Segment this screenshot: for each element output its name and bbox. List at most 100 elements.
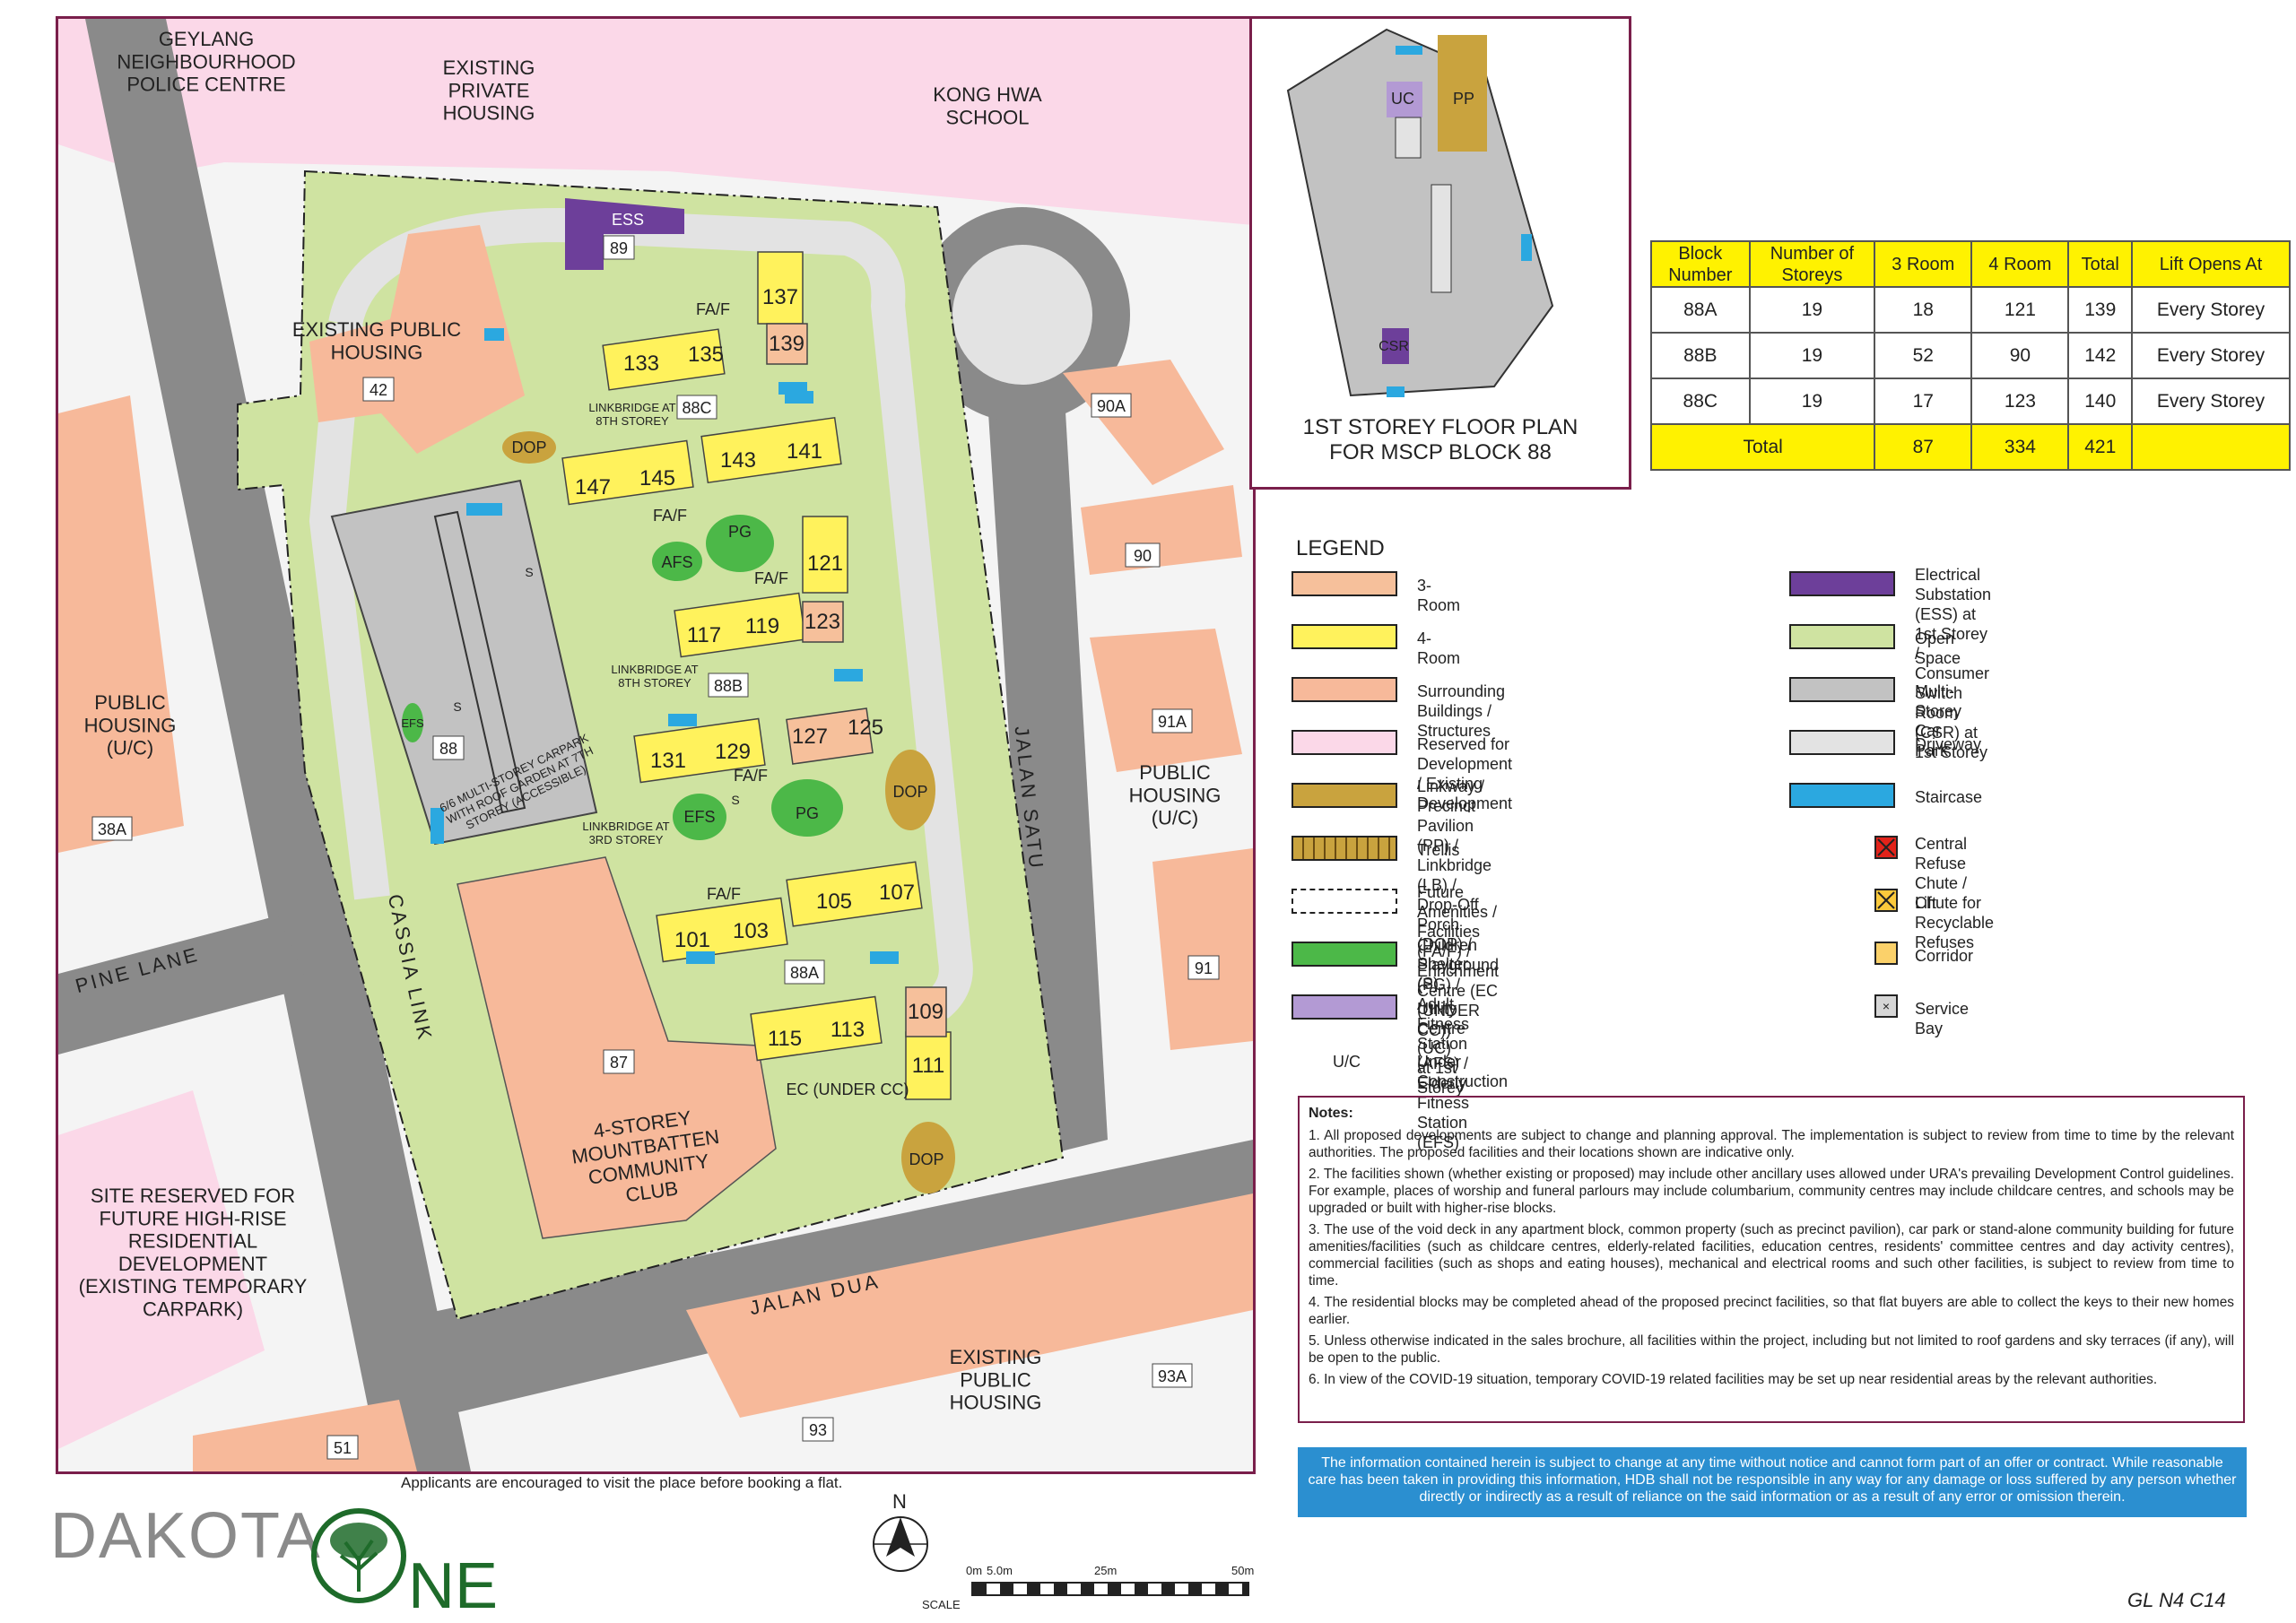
unit-109: 109 [908, 1000, 944, 1024]
community-club [457, 856, 777, 1239]
pg-label-n: PG [728, 523, 752, 541]
unit-123: 123 [804, 610, 840, 634]
legend-label-under-construction: Under Construction [1417, 1053, 1509, 1090]
logo-tree-icon [311, 1508, 406, 1603]
legend-swatch-4room [1292, 624, 1397, 649]
uc-label: UC [1391, 90, 1414, 108]
unit-125: 125 [848, 716, 883, 740]
bldg-51: 51 [334, 1439, 352, 1457]
bldg-90: 90 [1134, 547, 1152, 565]
unit-127: 127 [792, 725, 828, 749]
playground-south [771, 779, 843, 837]
legend-title: LEGEND [1296, 536, 1385, 560]
uc-area [1387, 82, 1422, 117]
bldg-93: 93 [809, 1421, 827, 1439]
bldg-91: 91 [1195, 959, 1213, 977]
block-88c: 88C [682, 399, 711, 417]
legend-label-corridor: Corridor [1915, 947, 1974, 965]
faf-label-4: FA/F [734, 767, 768, 785]
applicants-note: Applicants are encouraged to visit the p… [401, 1474, 843, 1491]
note-1: 1. All proposed developments are subject… [1309, 1128, 2234, 1160]
legend-label-3room: 3-Room [1417, 577, 1461, 614]
unit-129: 129 [715, 740, 751, 764]
legend-label-reserved: Reserved for Development / Existing Deve… [1417, 735, 1513, 812]
ec-label: EC (UNDER CC) [787, 1081, 909, 1098]
legend-swatch-surrounding [1292, 677, 1397, 702]
bldg-88: 88 [439, 740, 457, 758]
legend-label-ess: Electrical Substation (ESS) at 1st Store… [1915, 566, 1992, 761]
legend-label-4room: 4-Room [1417, 629, 1461, 667]
unit-121: 121 [807, 551, 843, 576]
note-3: 3. The use of the void deck in any apart… [1309, 1222, 2234, 1289]
table-total-row: Total 87 334 421 [1649, 423, 2291, 471]
north-arrow-icon [873, 1516, 928, 1572]
unit-147: 147 [575, 475, 611, 499]
unit-133: 133 [623, 352, 659, 376]
legend-label-staircase: Staircase [1915, 788, 1983, 806]
unit-113: 113 [831, 1018, 865, 1042]
note-4: 4. The residential blocks may be complet… [1309, 1295, 2234, 1327]
th-block: Block Number [1650, 240, 1751, 288]
unit-145: 145 [639, 466, 675, 490]
unit-141: 141 [787, 439, 822, 464]
corridor-icon [1874, 942, 1898, 965]
legend-label-playground: Children Playground (PG) / Adult Fitness… [1417, 936, 1500, 1151]
unit-111: 111 [912, 1054, 944, 1078]
bldg-38a: 38A [98, 820, 126, 838]
legend-swatch-staircase [1789, 783, 1895, 808]
faf-label-2: FA/F [653, 507, 687, 525]
units-table: Block Number Number of Storeys 3 Room 4 … [1649, 240, 2291, 471]
shelter-label-2: S [453, 699, 461, 714]
bldg-91a: 91A [1158, 713, 1187, 731]
bldg-90a: 90A [1097, 397, 1126, 415]
faf-label-5: FA/F [707, 885, 741, 903]
jalan-dua-road [399, 1140, 1253, 1418]
mscp-block-88 [330, 479, 598, 846]
unit-103: 103 [733, 919, 769, 943]
unit-119: 119 [745, 614, 779, 638]
block-88b: 88B [714, 677, 743, 695]
unit-137: 137 [762, 285, 798, 309]
legend-swatch-trellis [1292, 836, 1397, 861]
scale-tick-5: 5.0m [987, 1564, 1013, 1577]
scale-tick-0: 0m [966, 1564, 983, 1577]
north-label: N [892, 1490, 907, 1513]
shelter-label-1: S [525, 565, 533, 579]
legend-swatch-ess [1789, 571, 1895, 596]
cassia-link-road [85, 19, 471, 1471]
refuse-chute-icon [1874, 836, 1898, 859]
logo-ne-text: NE [408, 1550, 499, 1622]
service-bay-icon: × [1874, 994, 1898, 1018]
legend-label-open-space: Open Space [1915, 629, 1961, 667]
legend-label-future-amenities: Future Amenities / Facilities (FA/F) / E… [1417, 883, 1500, 1039]
notes-title: Notes: [1309, 1106, 1353, 1121]
legend-swatch-future-amenities [1292, 889, 1397, 914]
scale-tick-50: 50m [1231, 1564, 1255, 1577]
pp-label: PP [1453, 90, 1474, 108]
legend-label-service-bay: Service Bay [1915, 1000, 1970, 1037]
jalan-satu-road [982, 288, 1108, 1158]
unit-115: 115 [768, 1027, 802, 1051]
mscp-floor-plan-panel: UC PP CSR 1ST STOREY FLOOR PLAN FOR MSCP… [1249, 16, 1631, 490]
unit-143: 143 [720, 448, 756, 473]
legend-label-driveway: Driveway [1915, 735, 1982, 753]
playground-north [706, 515, 774, 572]
legend-label-linkway: Linkway / Precinct Pavilion (PP) / Linkb… [1417, 777, 1492, 993]
lift-icon [1874, 889, 1898, 912]
unit-107: 107 [879, 881, 915, 905]
ess-building [565, 198, 684, 270]
reference-code: GL N4 C14 [2127, 1589, 2226, 1611]
bldg-93a: 93A [1158, 1367, 1187, 1385]
note-2: 2. The facilities shown (whether existin… [1309, 1167, 2234, 1216]
mscp-plan-title: 1ST STOREY FLOOR PLAN FOR MSCP BLOCK 88 [1302, 415, 1578, 464]
